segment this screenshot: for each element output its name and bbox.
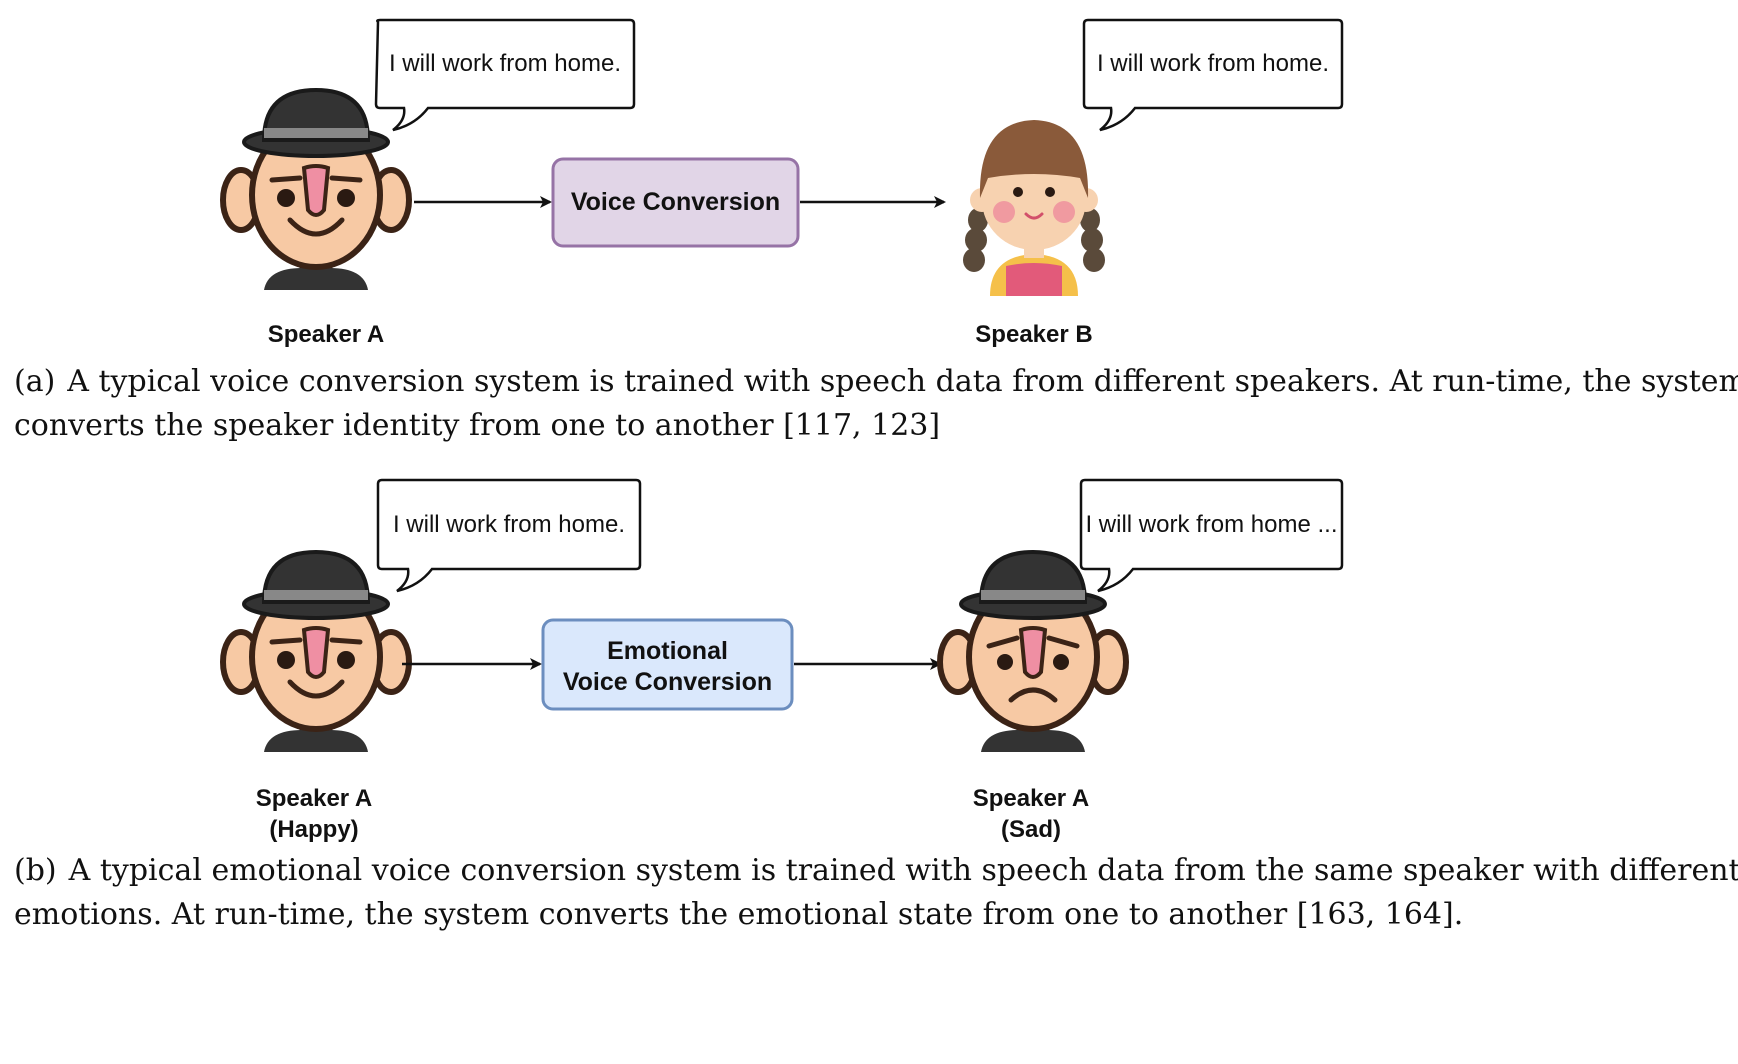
speaker-b-source-line1: Speaker A	[255, 785, 373, 812]
speech-bubble-source-a	[374, 18, 636, 132]
speech-bubble-target-a	[1082, 18, 1344, 132]
box-b-line1: Emotional	[607, 637, 728, 665]
speaker-label-target-a: Speaker B	[975, 321, 1093, 348]
speaker-label-source-a: Speaker A	[267, 321, 385, 348]
emotional-voice-conversion-box	[541, 618, 794, 711]
target-bubble-text-a: I will work from home.	[1096, 50, 1330, 77]
speaker-b-target-line1: Speaker A	[972, 785, 1090, 812]
source-bubble-text-a: I will work from home.	[388, 50, 622, 77]
caption-a-line1-text: A typical voice conversion system is tra…	[67, 364, 1738, 399]
girl-icon	[963, 120, 1105, 296]
box-b-line2: Voice Conversion	[562, 668, 773, 696]
voice-conversion-label: Voice Conversion	[570, 188, 781, 216]
caption-a-line1: (a) A typical voice conversion system is …	[14, 360, 1738, 404]
man-happy-icon	[223, 552, 409, 752]
caption-a-line2: converts the speaker identity from one t…	[14, 408, 941, 443]
speech-bubble-source-b	[376, 478, 642, 593]
speaker-b-source-line2: (Happy)	[269, 816, 359, 843]
target-bubble-text-b: I will work from home ...	[1085, 511, 1338, 538]
caption-b-line2: emotions. At run-time, the system conver…	[14, 897, 1464, 932]
voice-conversion-box	[551, 157, 800, 248]
caption-a-tag: (a)	[14, 364, 56, 399]
emotional-voice-conversion-label: Emotional Voice Conversion	[543, 636, 792, 698]
caption-b: (b) A typical emotional voice conversion …	[14, 849, 1738, 937]
speaker-label-target-b: Speaker A (Sad)	[931, 783, 1131, 845]
man-happy-icon	[223, 90, 409, 290]
speaker-b-target-line2: (Sad)	[1001, 816, 1061, 843]
man-sad-icon	[940, 552, 1126, 752]
speaker-label-source-b: Speaker A (Happy)	[214, 783, 414, 845]
source-bubble-text-b: I will work from home.	[392, 511, 626, 538]
caption-a: (a) A typical voice conversion system is …	[14, 360, 1738, 448]
speech-bubble-target-b	[1079, 478, 1344, 593]
caption-b-line1: (b) A typical emotional voice conversion …	[14, 849, 1738, 893]
caption-b-tag: (b)	[14, 853, 57, 888]
caption-b-line1-text: A typical emotional voice conversion sys…	[68, 853, 1738, 888]
